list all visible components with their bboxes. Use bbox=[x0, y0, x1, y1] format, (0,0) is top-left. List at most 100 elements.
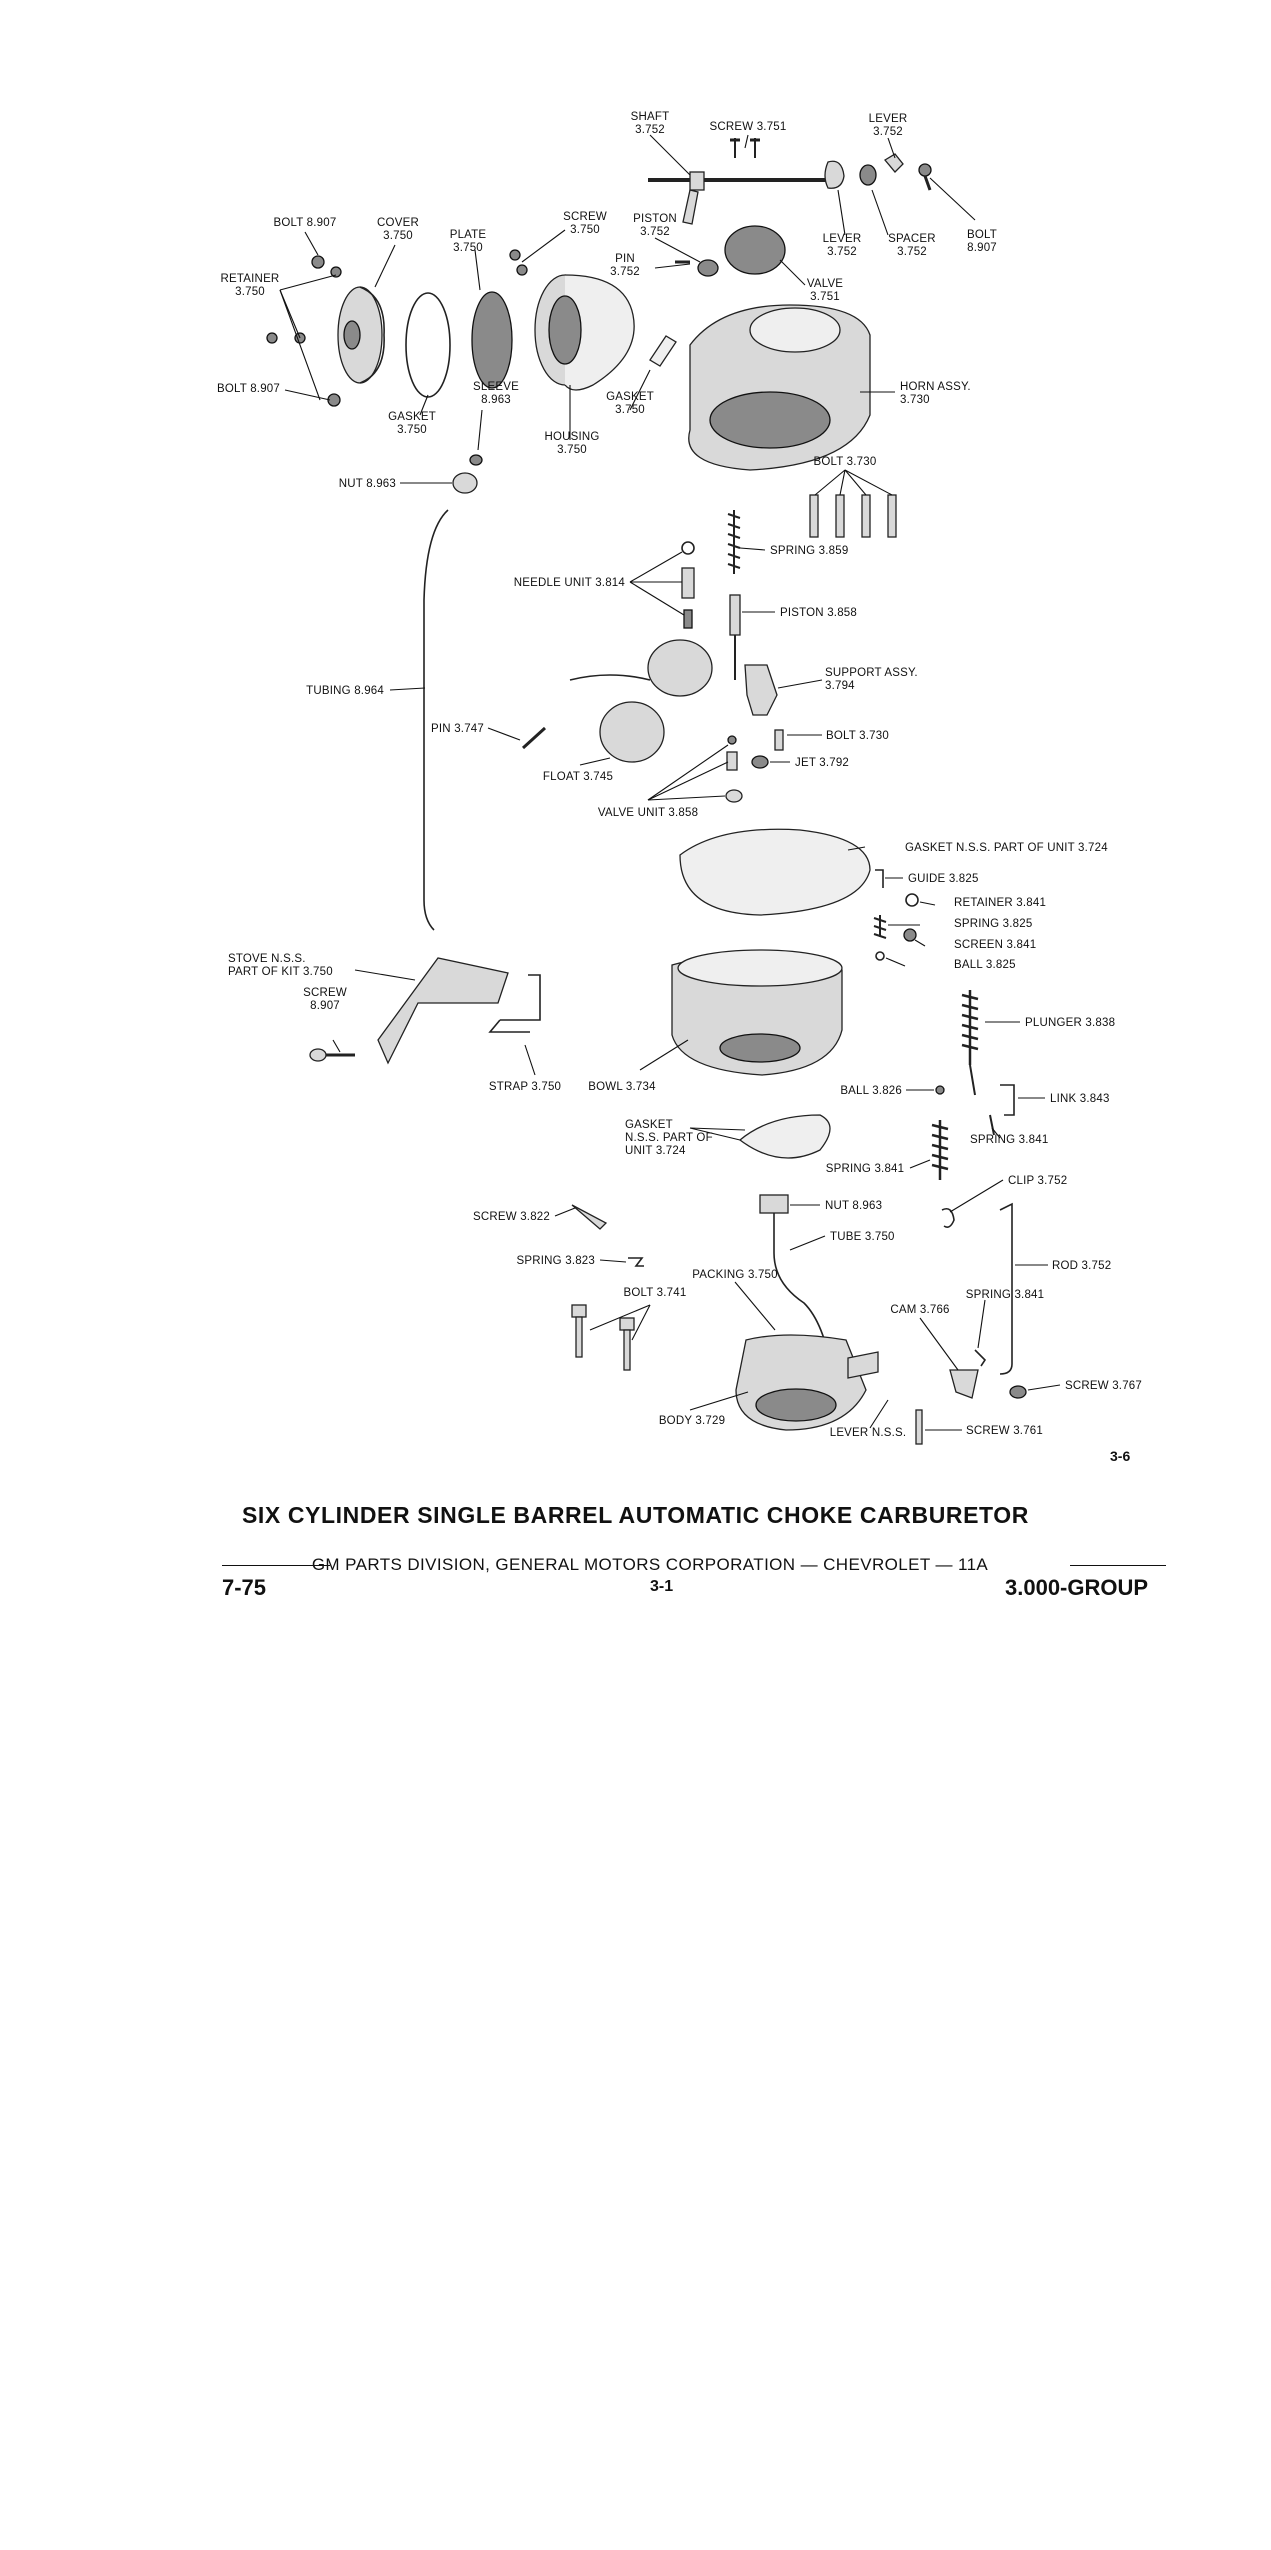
label-line: PISTON 3.858 bbox=[780, 607, 857, 619]
label-line: 3.752 bbox=[640, 226, 670, 238]
label-line: SUPPORT ASSY. bbox=[825, 667, 918, 679]
piston-pin-valve-parts bbox=[675, 225, 786, 277]
label-line: BOLT 8.907 bbox=[217, 383, 280, 395]
label-line: BALL 3.825 bbox=[954, 959, 1016, 971]
label-line: 8.963 bbox=[481, 394, 511, 406]
plate-part bbox=[471, 291, 513, 389]
label-line: STRAP 3.750 bbox=[489, 1081, 561, 1093]
support-assy-part bbox=[744, 664, 778, 716]
label-retainer3841: RETAINER 3.841 bbox=[954, 897, 1046, 909]
bolt-3730-set-part bbox=[809, 494, 897, 538]
small-gasket-part bbox=[649, 335, 677, 367]
footer-division-line: GM PARTS DIVISION, GENERAL MOTORS CORPOR… bbox=[311, 1555, 989, 1574]
label-link: LINK 3.843 bbox=[1050, 1093, 1110, 1105]
label-line: 3.752 bbox=[635, 124, 665, 136]
label-line: FLOAT 3.745 bbox=[543, 771, 613, 783]
label-line: 3.751 bbox=[810, 291, 840, 303]
label-packing: PACKING 3.750 bbox=[692, 1269, 777, 1281]
cam-lever-parts bbox=[915, 1349, 1027, 1445]
label-tube: TUBE 3.750 bbox=[830, 1231, 895, 1243]
valve-unit-part bbox=[725, 729, 784, 803]
label-line: 3.752 bbox=[873, 126, 903, 138]
strap-part bbox=[488, 974, 541, 1033]
label-tubing: TUBING 8.964 bbox=[306, 685, 384, 697]
label-line: PART OF KIT 3.750 bbox=[228, 966, 333, 978]
footer-rule-left bbox=[222, 1565, 330, 1566]
label-gasket-nss-top: GASKET N.S.S. PART OF UNIT 3.724 bbox=[905, 842, 1108, 854]
label-spring3841-c: SPRING 3.841 bbox=[966, 1289, 1044, 1301]
label-line: SCREW 3.822 bbox=[473, 1211, 550, 1223]
label-float: FLOAT 3.745 bbox=[543, 771, 613, 783]
needle-unit-part bbox=[681, 541, 695, 629]
label-line: GUIDE 3.825 bbox=[908, 873, 979, 885]
label-line: NUT 8.963 bbox=[339, 478, 396, 490]
label-line: PISTON bbox=[633, 213, 677, 225]
label-plunger: PLUNGER 3.838 bbox=[1025, 1017, 1115, 1029]
label-line: LEVER bbox=[869, 113, 908, 125]
label-line: SPRING 3.841 bbox=[966, 1289, 1044, 1301]
label-line: PIN bbox=[615, 253, 635, 265]
label-line: 3.730 bbox=[900, 394, 930, 406]
gasket-ring-part bbox=[405, 292, 451, 398]
label-line: RETAINER 3.841 bbox=[954, 897, 1046, 909]
label-line: SHAFT bbox=[631, 111, 670, 123]
label-line: PLUNGER 3.838 bbox=[1025, 1017, 1115, 1029]
label-line: ROD 3.752 bbox=[1052, 1260, 1111, 1272]
label-body: BODY 3.729 bbox=[659, 1415, 725, 1427]
label-pin3747: PIN 3.747 bbox=[431, 723, 484, 735]
shaft-part bbox=[648, 171, 840, 225]
label-ball3826: BALL 3.826 bbox=[840, 1085, 902, 1097]
horn-assembly-part bbox=[688, 304, 871, 471]
label-line: SPRING 3.823 bbox=[517, 1255, 595, 1267]
pin-3747-part bbox=[521, 726, 547, 750]
label-line: SLEEVE bbox=[473, 381, 519, 393]
label-line: PLATE bbox=[450, 229, 487, 241]
label-line: VALVE bbox=[807, 278, 843, 290]
label-line: HORN ASSY. bbox=[900, 381, 971, 393]
small-bolts-part bbox=[266, 249, 528, 407]
diagram-caption: SIX CYLINDER SINGLE BARREL AUTOMATIC CHO… bbox=[241, 1502, 1029, 1528]
spring-3841-small-part bbox=[989, 1114, 995, 1136]
label-spring3859: SPRING 3.859 bbox=[770, 545, 848, 557]
label-line: BOLT bbox=[967, 229, 997, 241]
label-line: 3.750 bbox=[235, 286, 265, 298]
spring-3859-part bbox=[727, 510, 741, 574]
label-spring3841-a: SPRING 3.841 bbox=[970, 1134, 1048, 1146]
nut-8963-part bbox=[759, 1194, 789, 1214]
label-line: 8.907 bbox=[310, 1000, 340, 1012]
label-line: NUT 8.963 bbox=[825, 1200, 882, 1212]
label-bolt8907-left: BOLT 8.907 bbox=[217, 383, 280, 395]
label-line: JET 3.792 bbox=[795, 757, 849, 769]
label-ball3825: BALL 3.825 bbox=[954, 959, 1016, 971]
label-bolt3730-mid: BOLT 3.730 bbox=[826, 730, 889, 742]
label-needle: NEEDLE UNIT 3.814 bbox=[514, 577, 626, 589]
figure-number: 3-6 bbox=[1110, 1448, 1131, 1464]
label-support: SUPPORT ASSY.3.794 bbox=[825, 667, 918, 692]
label-line: SCREW bbox=[563, 211, 607, 223]
label-bolt8907-top: BOLT 8.907 bbox=[274, 217, 337, 229]
label-lever-nss: LEVER N.S.S. bbox=[830, 1427, 907, 1439]
label-bolt3730-top: BOLT 3.730 bbox=[814, 456, 877, 468]
label-guide: GUIDE 3.825 bbox=[908, 873, 979, 885]
label-line: TUBING 8.964 bbox=[306, 685, 384, 697]
label-bowl: BOWL 3.734 bbox=[588, 1081, 656, 1093]
label-line: SCREW bbox=[303, 987, 347, 999]
tubing-part bbox=[423, 509, 449, 931]
label-line: RETAINER bbox=[221, 273, 280, 285]
housing-part bbox=[534, 274, 635, 391]
label-valve-unit: VALVE UNIT 3.858 bbox=[598, 807, 698, 819]
label-stove: STOVE N.S.S.PART OF KIT 3.750 bbox=[228, 953, 333, 978]
footer-rule-right bbox=[1070, 1565, 1166, 1566]
label-line: LEVER N.S.S. bbox=[830, 1427, 907, 1439]
label-jet: JET 3.792 bbox=[795, 757, 849, 769]
label-line: GASKET N.S.S. PART OF UNIT 3.724 bbox=[905, 842, 1108, 854]
label-spring3825: SPRING 3.825 bbox=[954, 918, 1032, 930]
label-line: 3.752 bbox=[610, 266, 640, 278]
screw-3822-part bbox=[571, 1204, 608, 1230]
